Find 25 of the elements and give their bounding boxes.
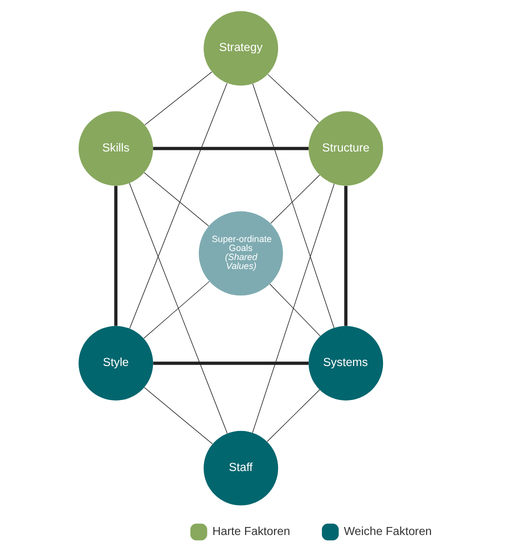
node-circle: Skills bbox=[78, 111, 153, 186]
connector bbox=[269, 284, 320, 336]
connector bbox=[267, 74, 319, 123]
connector bbox=[344, 186, 347, 326]
connector bbox=[144, 72, 212, 126]
node-circle: Strategy bbox=[203, 11, 278, 86]
node-circle: Staff bbox=[203, 430, 278, 506]
node-circle: Structure bbox=[308, 111, 383, 186]
connector bbox=[266, 389, 320, 442]
connector bbox=[252, 184, 334, 433]
node-circle: Style bbox=[78, 326, 153, 400]
connector bbox=[252, 84, 334, 328]
connector bbox=[114, 186, 117, 326]
connector bbox=[128, 82, 227, 329]
connector bbox=[152, 362, 308, 365]
connector bbox=[143, 172, 208, 226]
connector bbox=[142, 281, 210, 339]
connector bbox=[152, 146, 308, 150]
legend-label: Weiche Faktoren bbox=[343, 524, 432, 538]
node-circle: Systems bbox=[308, 326, 383, 400]
connector bbox=[143, 387, 212, 444]
legend-label: Harte Faktoren bbox=[212, 524, 290, 538]
node-circle: Super-ordinate Goals (Shared Values) bbox=[198, 211, 282, 296]
connector bbox=[128, 182, 228, 434]
connector bbox=[270, 174, 320, 224]
